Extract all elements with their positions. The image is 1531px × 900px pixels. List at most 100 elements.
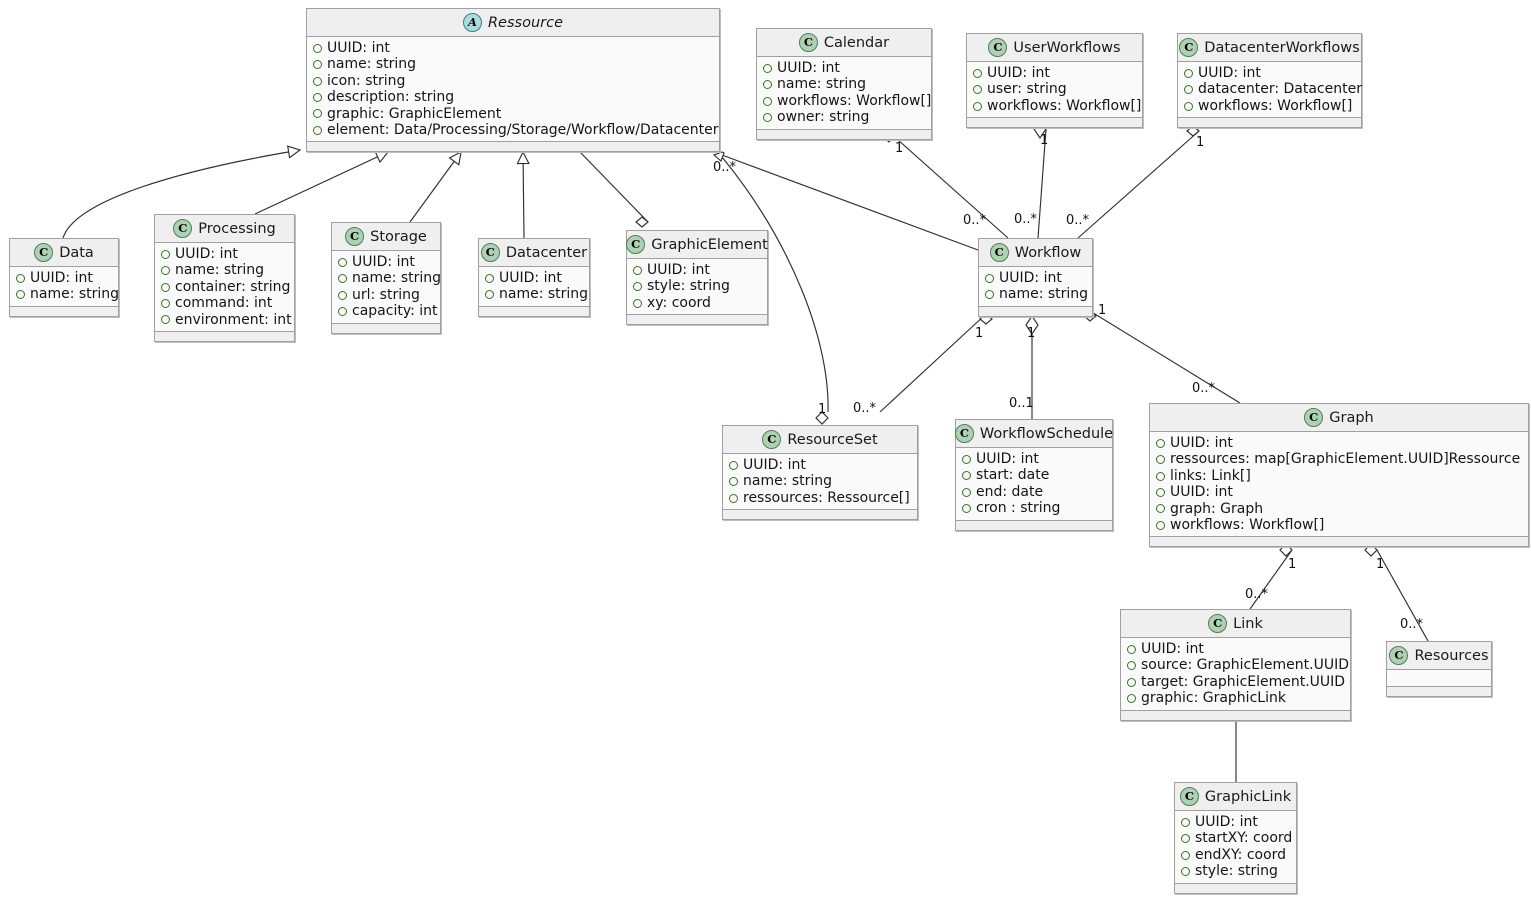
- multiplicity-m-wf-out-mid: 1: [1027, 326, 1036, 341]
- attribute-row: UUID: int: [763, 60, 925, 76]
- attribute-row: UUID: int: [1184, 65, 1355, 81]
- public-visibility-icon: [962, 471, 971, 481]
- multiplicity-m-calendar: 1: [895, 141, 904, 156]
- class-header-graphiclink: C GraphicLink: [1175, 783, 1296, 811]
- class-name-graphiclink: GraphicLink: [1204, 788, 1292, 805]
- attribute-label: name: string: [327, 56, 417, 73]
- attribute-label: UUID: int: [327, 40, 390, 56]
- attribute-label: url: string: [352, 286, 420, 303]
- attribute-label: datacenter: Datacenter: [1198, 81, 1362, 98]
- attribute-label: capacity: int: [352, 303, 438, 320]
- attribute-row: url: string: [338, 287, 434, 303]
- public-visibility-icon: [16, 273, 25, 283]
- class-icon: C: [345, 227, 365, 246]
- attribute-row: graphic: GraphicLink: [1127, 690, 1344, 706]
- class-icon: C: [1179, 787, 1199, 806]
- class-name-userworkflows: UserWorkflows: [1013, 39, 1121, 56]
- class-methods-graphiclink: [1175, 883, 1296, 893]
- attribute-label: ressources: map[GraphicElement.UUID]Ress…: [1170, 451, 1521, 468]
- attribute-row: icon: string: [313, 73, 713, 89]
- attribute-label: graphic: GraphicElement: [327, 105, 502, 122]
- edge-processing-ressource: [254, 152, 388, 215]
- attribute-label: name: string: [499, 286, 589, 303]
- class-header-graph: C Graph: [1150, 404, 1528, 432]
- attribute-label: startXY: coord: [1195, 830, 1293, 847]
- class-methods-workflow: [979, 306, 1092, 316]
- attribute-row: UUID: int: [973, 65, 1136, 81]
- attribute-label: UUID: int: [352, 254, 415, 270]
- attribute-row: end: date: [962, 484, 1106, 500]
- class-name-datacenterworkflows: DatacenterWorkflows: [1204, 39, 1360, 56]
- class-icon: C: [173, 219, 193, 238]
- multiplicity-m-wf-in-mid: 0..*: [1014, 212, 1038, 227]
- class-icon: C: [988, 38, 1008, 57]
- attribute-row: UUID: int: [485, 270, 583, 286]
- class-methods-datacenterworkflows: [1178, 118, 1361, 128]
- attribute-label: UUID: int: [976, 451, 1039, 467]
- public-visibility-icon: [313, 76, 322, 86]
- class-methods-graph: [1150, 537, 1528, 547]
- edge-workflow-resourceset: [879, 313, 987, 413]
- edge-datacenterworkflows-workflow: [1077, 130, 1200, 239]
- attribute-row: style: string: [1181, 863, 1290, 879]
- attribute-row: name: string: [985, 286, 1088, 302]
- public-visibility-icon: [313, 92, 322, 102]
- multiplicity-m-resources-star: 0..*: [1400, 617, 1424, 632]
- attribute-row: UUID: int: [161, 246, 288, 262]
- multiplicity-m-wf-in-left: 0..*: [963, 213, 987, 228]
- attribute-row: workflows: Workflow[]: [973, 98, 1141, 114]
- class-name-graph: Graph: [1329, 409, 1374, 426]
- public-visibility-icon: [633, 282, 642, 292]
- public-visibility-icon: [973, 101, 982, 111]
- class-icon: C: [1389, 646, 1409, 665]
- public-visibility-icon: [763, 63, 772, 73]
- attribute-row: UUID: int: [633, 262, 761, 278]
- multiplicity-m-wf-in-right: 0..*: [1066, 213, 1090, 228]
- attribute-row: endXY: coord: [1181, 847, 1290, 863]
- class-name-resources: Resources: [1414, 647, 1489, 664]
- class-icon: C: [1179, 38, 1199, 57]
- class-box-resources[interactable]: C Resources: [1386, 641, 1492, 697]
- public-visibility-icon: [763, 96, 772, 106]
- attribute-row: UUID: int: [313, 40, 713, 56]
- attribute-row: source: GraphicElement.UUID: [1127, 657, 1349, 673]
- attribute-row: name: string: [729, 473, 911, 489]
- public-visibility-icon: [962, 487, 971, 497]
- multiplicity-m-graph-in: 0..*: [1192, 381, 1216, 396]
- attribute-row: name: string: [763, 76, 925, 92]
- public-visibility-icon: [485, 273, 494, 283]
- public-visibility-icon: [633, 265, 642, 275]
- attribute-row: UUID: int: [962, 451, 1106, 467]
- public-visibility-icon: [313, 109, 322, 119]
- class-name-workflow: Workflow: [1014, 244, 1082, 261]
- attribute-label: name: string: [30, 286, 120, 303]
- class-icon: C: [1304, 408, 1324, 427]
